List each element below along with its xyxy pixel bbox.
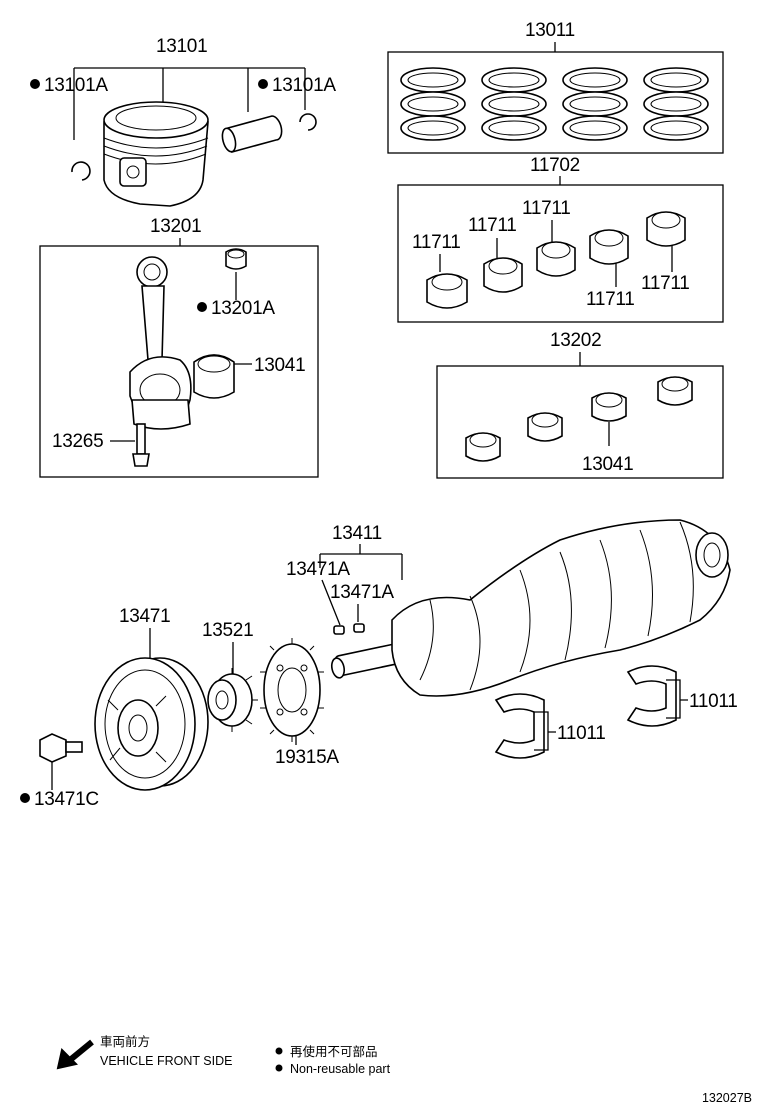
bearing-set-box xyxy=(397,184,724,323)
label-11711-c: 11711 xyxy=(412,232,461,253)
label-11711-b: 11711 xyxy=(468,215,517,236)
connecting-rod xyxy=(129,256,192,430)
label-11011-lower: 11011 xyxy=(557,723,606,744)
legend-vehicle-front-jp: 車両前方 xyxy=(100,1034,150,1049)
pulley-bolt xyxy=(39,733,83,763)
connecting-rod-group: 13201 13201A 13041 13265 xyxy=(39,216,319,478)
label-19315A: 19315A xyxy=(275,747,339,768)
drive-sprocket-group: 19315A xyxy=(260,638,340,768)
label-11711-e: 11711 xyxy=(641,273,690,294)
label-11702: 11702 xyxy=(530,155,580,176)
piston-pin xyxy=(221,115,283,154)
main-bearing-shells xyxy=(426,211,686,309)
piston-pin-bushing xyxy=(225,248,247,270)
crankshaft-pulley xyxy=(94,657,209,791)
label-13101A-right: 13101A xyxy=(272,75,336,96)
thrust-washers: 11011 11011 xyxy=(494,665,738,759)
label-13471: 13471 xyxy=(119,606,170,627)
label-13471C: 13471C xyxy=(34,789,99,810)
thrust-washer-right xyxy=(626,665,677,727)
label-11711-d: 11711 xyxy=(586,289,635,310)
piston-group: 13101 13101A 13101A xyxy=(30,36,337,207)
piston-snap-ring-right xyxy=(299,113,317,131)
label-13521: 13521 xyxy=(202,620,253,641)
label-13101: 13101 xyxy=(156,36,207,57)
rod-bearing-shells xyxy=(465,376,693,462)
crankshaft-bearing-set: 11702 11711 11711 11711 11711 11711 xyxy=(397,155,724,323)
piston xyxy=(103,101,209,207)
nonreusable-dot-icon xyxy=(275,1047,283,1055)
piston-snap-ring-left xyxy=(71,161,91,181)
label-13202: 13202 xyxy=(550,330,601,351)
legend-nonreusable-en: Non-reusable part xyxy=(290,1062,391,1076)
nonreusable-dot-icon xyxy=(197,302,207,312)
nonreusable-dot-icon xyxy=(258,79,268,89)
rod-bearing-shell xyxy=(193,354,235,399)
label-13201A: 13201A xyxy=(211,298,275,319)
piston-ring-set: 13011 xyxy=(387,20,724,154)
label-11711-a: 11711 xyxy=(522,198,571,219)
crankshaft xyxy=(330,519,731,697)
legend-nonreusable-jp: 再使用不可部品 xyxy=(290,1044,378,1059)
rod-bearing-set: 13202 13041 xyxy=(436,330,724,479)
nonreusable-dot-icon xyxy=(30,79,40,89)
label-13411: 13411 xyxy=(332,523,382,544)
label-13041-rod: 13041 xyxy=(254,355,305,376)
ring-set-box xyxy=(387,51,724,154)
label-13201: 13201 xyxy=(150,216,201,237)
label-13471A-b: 13471A xyxy=(330,582,394,603)
crankshaft-group: 13411 13471A 13471A xyxy=(286,519,731,697)
connecting-rod-box xyxy=(39,245,319,478)
label-13471A-a: 13471A xyxy=(286,559,350,580)
crankshaft-pulley-group: 13471 13471C xyxy=(20,606,209,810)
nonreusable-dot-icon xyxy=(20,793,30,803)
figure-id: 132027B xyxy=(702,1091,752,1105)
connecting-rod-bolt xyxy=(132,423,150,467)
arrow-down-left-icon xyxy=(56,1039,94,1070)
crankshaft-timing-gear-group: 13521 xyxy=(202,620,258,732)
drive-sprocket xyxy=(260,638,324,742)
piston-rings xyxy=(400,67,709,141)
label-13041-set: 13041 xyxy=(582,454,633,475)
crankshaft-keys xyxy=(333,623,365,635)
label-13011: 13011 xyxy=(525,20,575,41)
label-11011-right: 11011 xyxy=(689,691,738,712)
label-13265: 13265 xyxy=(52,431,103,452)
thrust-washer-lower xyxy=(494,693,545,759)
crankshaft-timing-gear xyxy=(207,668,258,732)
rod-bearing-box xyxy=(436,365,724,479)
nonreusable-dot-icon xyxy=(275,1064,283,1072)
legend: 車両前方 VEHICLE FRONT SIDE 再使用不可部品 Non-reus… xyxy=(56,1034,391,1076)
legend-vehicle-front-en: VEHICLE FRONT SIDE xyxy=(100,1054,232,1068)
label-13101A-left: 13101A xyxy=(44,75,108,96)
